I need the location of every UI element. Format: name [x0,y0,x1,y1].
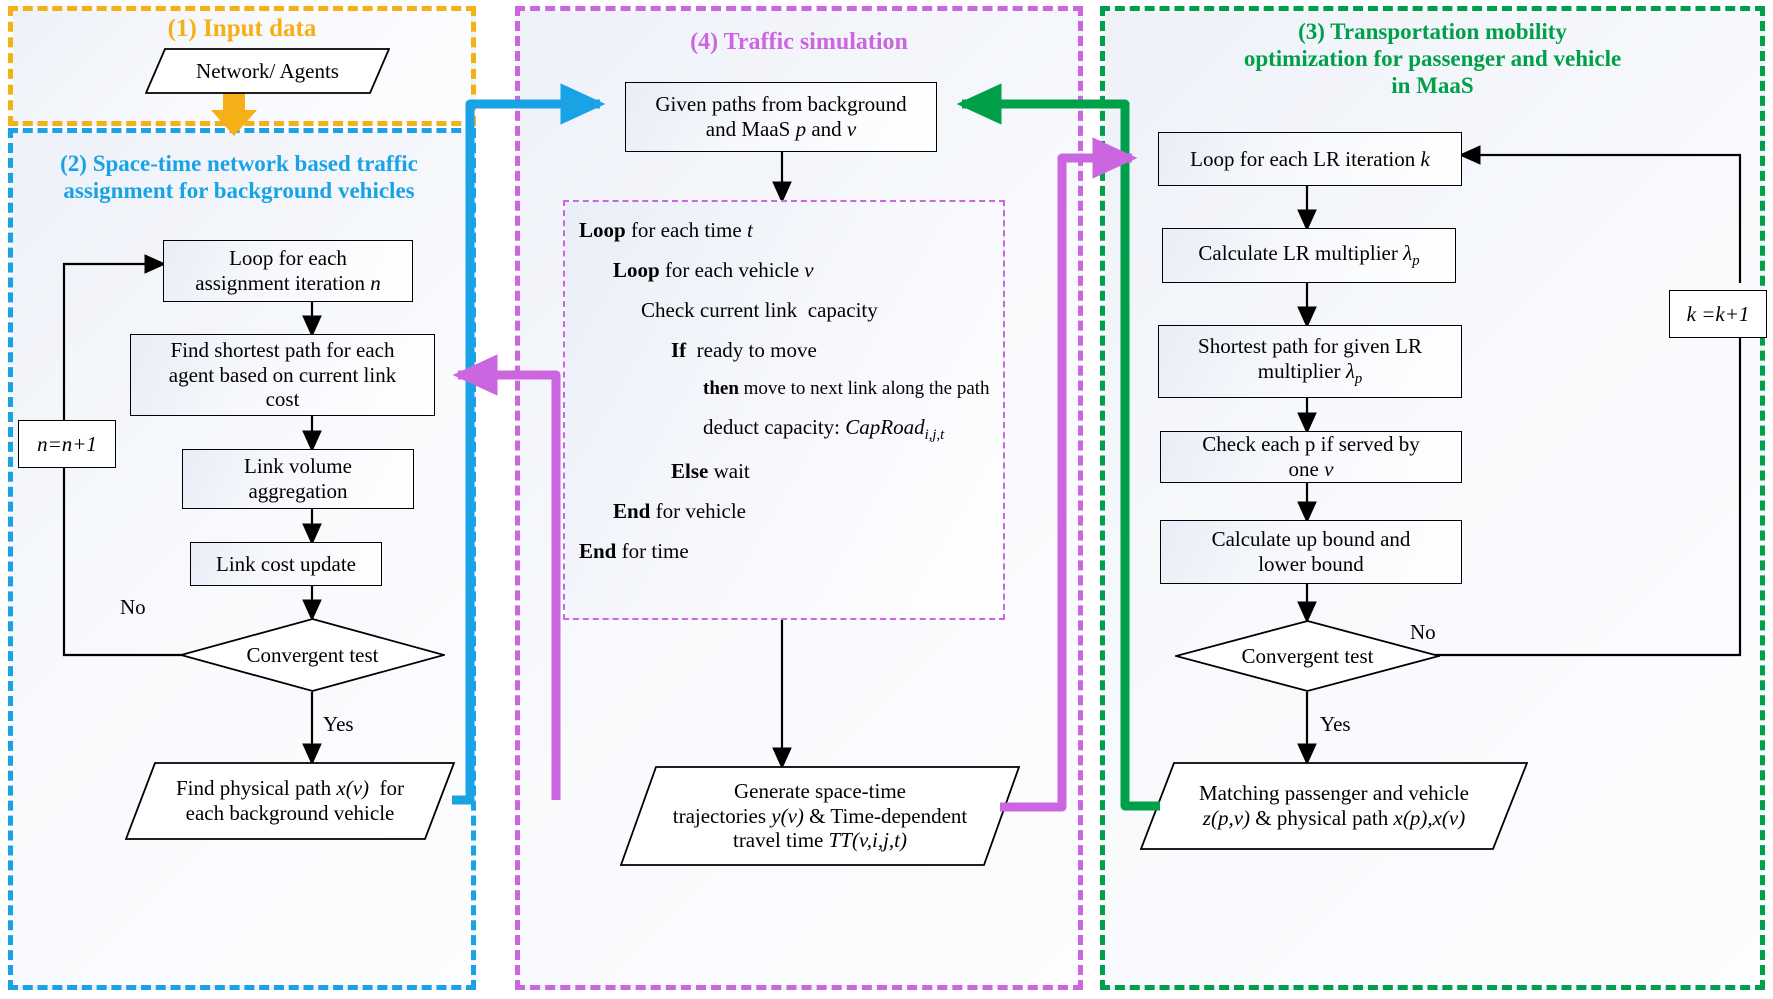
node-find-shortest-path-agent[interactable]: Find shortest path for each agent based … [130,334,435,416]
pseudo-line-then-move: then move to next link along the path [703,378,990,399]
label-no-assignment: No [120,595,146,619]
node-k-increment[interactable]: k =k+1 [1669,290,1767,338]
assignment-title-line2: assignment for background vehicles [63,178,415,204]
shortest-path-lr-line2: multiplier λp [1257,359,1363,388]
optimization-title-line3: in MaaS [1391,73,1474,99]
calculate-lr-multiplier-label: Calculate LR multiplier λp [1198,240,1420,269]
panel-title-assignment: (2) Space-time network based traffic ass… [14,150,464,204]
panel-title-optimization: (3) Transportation mobility optimization… [1106,18,1759,99]
loop-lr-label: Loop for each LR iteration k [1190,146,1430,171]
pseudo-line-deduct-capacity: deduct capacity: CapRoadi,j,t [703,415,945,444]
node-convergent-test-optimization[interactable]: Convergent test [1175,620,1440,692]
parallelogram-shape [1140,762,1528,850]
convergent-test-optimization-label: Convergent test [1241,643,1374,668]
pseudo-line-if-ready: If ready to move [671,338,817,362]
node-calculate-bounds[interactable]: Calculate up bound and lower bound [1160,520,1462,584]
pseudo-line-end-vehicle: End for vehicle [613,499,746,524]
node-shortest-path-lr[interactable]: Shortest path for given LR multiplier λp [1158,325,1462,398]
given-paths-line2: and MaaS p and v [705,117,857,141]
node-convergent-test-assignment[interactable]: Convergent test [180,618,445,692]
pseudo-line-end-time: End for time [579,539,689,564]
node-link-cost-update[interactable]: Link cost update [190,542,382,586]
node-given-paths[interactable]: Given paths from background and MaaS p a… [625,82,937,152]
label-no-optimization: No [1410,620,1436,644]
parallelogram-shape [125,762,455,840]
k-increment-label: k =k+1 [1686,301,1750,326]
node-network-agents[interactable]: Network/ Agents [145,48,390,94]
shortest-path-lr-line1: Shortest path for given LR [1198,334,1422,359]
node-network-agents-label: Network/ Agents [196,58,339,83]
loop-assignment-line2: assignment iteration n [195,271,381,295]
node-link-volume-aggregation[interactable]: Link volume aggregation [182,449,414,509]
pseudocode-block-simulation: Loop for each time t Loop for each vehic… [563,200,1005,620]
pseudo-line-loop-time: Loop for each time t [579,218,753,242]
parallelogram-shape [145,48,390,94]
shortest-path-line1: Find shortest path for each [170,337,395,362]
link-volume-line1: Link volume [244,454,352,479]
node-loop-lr-iteration[interactable]: Loop for each LR iteration k [1158,132,1462,186]
check-served-line1: Check each p if served by [1202,432,1420,457]
link-volume-line2: aggregation [248,479,348,503]
given-paths-line1: Given paths from background [655,92,907,117]
node-check-served[interactable]: Check each p if served by one v [1160,431,1462,483]
calculate-bounds-line1: Calculate up bound and [1211,527,1411,552]
link-cost-update-label: Link cost update [216,551,356,576]
panel-title-input: (1) Input data [167,15,317,42]
pseudo-line-loop-vehicle: Loop for each vehicle v [613,258,814,282]
loop-assignment-line1: Loop for each [229,246,347,271]
assignment-title-line1: (2) Space-time network based traffic [60,151,418,176]
diamond-shape [1175,620,1440,692]
n-increment-label: n=n+1 [37,431,97,456]
label-yes-optimization: Yes [1320,712,1351,736]
node-loop-assignment-iteration[interactable]: Loop for each assignment iteration n [163,240,413,302]
convergent-test-assignment-label: Convergent test [246,642,379,667]
panel-title-simulation: (4) Traffic simulation [690,29,908,55]
pseudo-line-else-wait: Else wait [671,459,750,484]
optimization-title-line1: (3) Transportation mobility [1298,19,1567,44]
shortest-path-line3: cost [265,387,300,412]
optimization-title-line2: optimization for passenger and vehicle [1243,46,1622,72]
node-calculate-lr-multiplier[interactable]: Calculate LR multiplier λp [1162,228,1456,283]
check-served-line2: one v [1288,457,1334,481]
pseudo-line-check-capacity: Check current link capacity [641,298,878,322]
label-yes-assignment: Yes [323,712,354,736]
node-n-increment[interactable]: n=n+1 [18,420,116,468]
shortest-path-line2: agent based on current link [168,362,397,387]
calculate-bounds-line2: lower bound [1258,552,1364,576]
parallelogram-shape [620,766,1020,866]
